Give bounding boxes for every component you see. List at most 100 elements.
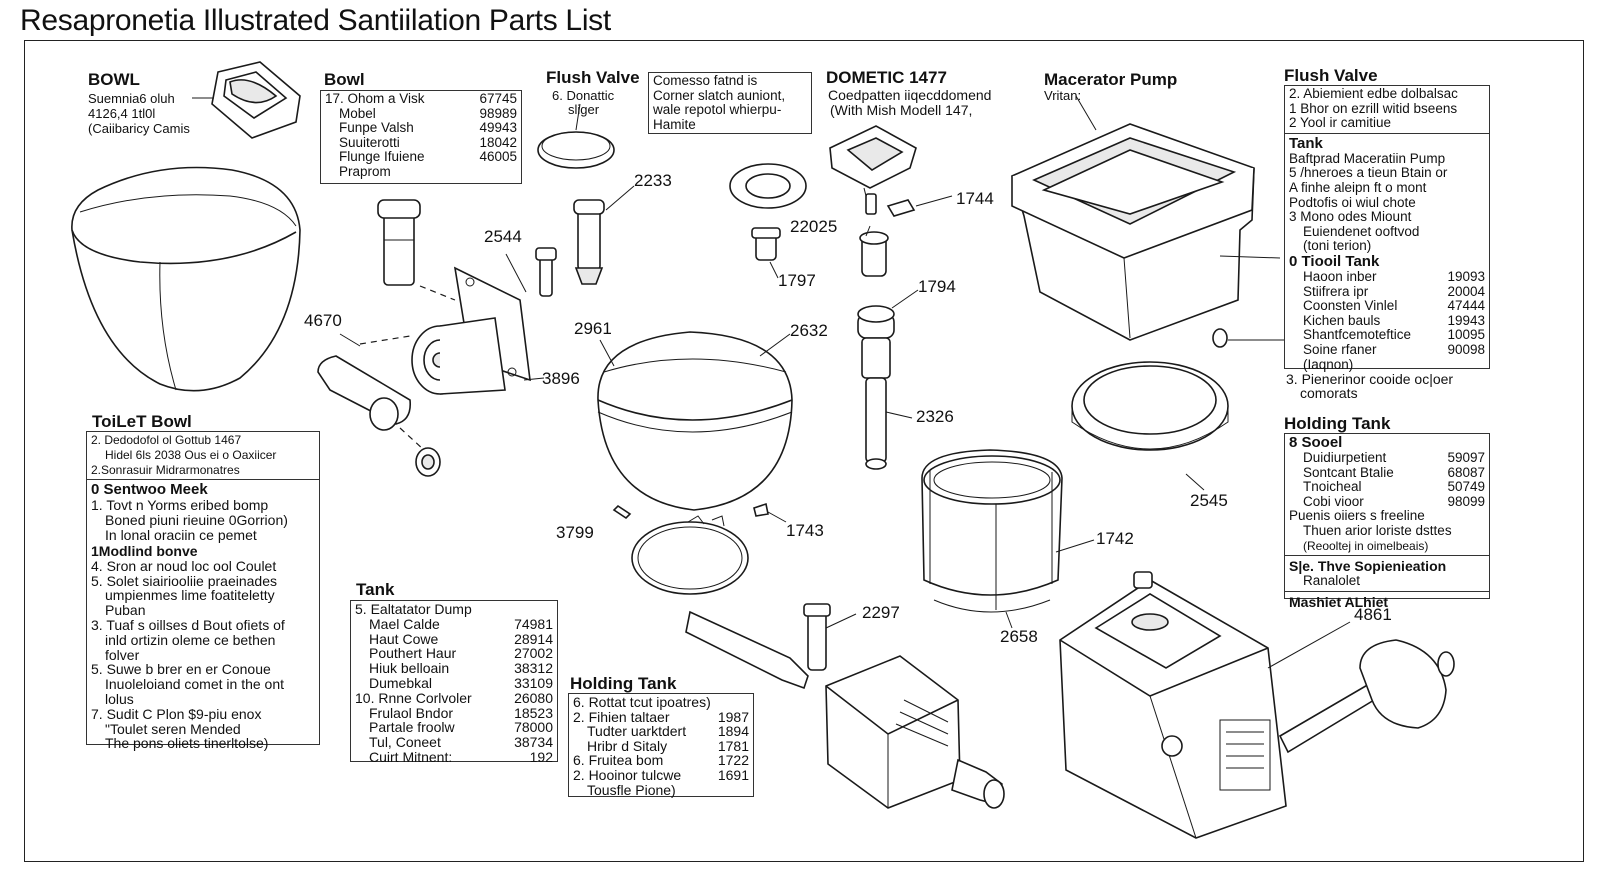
callout-3896: 3896 xyxy=(542,369,580,388)
divider xyxy=(87,479,319,481)
sealing-ring-part xyxy=(1071,361,1229,491)
note-line: 2 Yool ir camitiue xyxy=(1289,115,1392,131)
callout-2632: 2632 xyxy=(790,321,828,340)
pump-motor-part xyxy=(825,655,1005,809)
note-line: 3 Mono odes Miount xyxy=(1289,209,1412,225)
note-line: Thuen arior loriste dsttes xyxy=(1303,522,1452,538)
note-line: 2. Dedodofol ol Gottub 1467 xyxy=(91,433,242,447)
callout-1797: 1797 xyxy=(778,271,816,290)
holding-tank-right-heading: Holding Tank xyxy=(1284,414,1391,433)
note-line: 5 /hneroes a tieun Btain or xyxy=(1289,165,1448,181)
table-row: Tousfle Pione) xyxy=(587,781,676,798)
flush-valve-disc-part xyxy=(537,103,615,169)
table-row: Praprom xyxy=(339,163,391,179)
list-item: "Toulet seren Mended xyxy=(105,720,241,737)
callout-4861: 4861 xyxy=(1354,605,1392,624)
divider xyxy=(1285,555,1489,557)
sooel-subheading: 8 Sooel xyxy=(1289,434,1343,451)
sopienieation-subheading: S|e. Thve Sopienieation xyxy=(1289,558,1447,575)
divider xyxy=(1285,590,1489,592)
callout-1744: 1744 xyxy=(956,189,994,208)
dometic-sub-1: Coedpatten iiqecddomend xyxy=(828,87,992,103)
note-line: Hidel 6ls 2038 Ous ei o Oaxiicer xyxy=(105,447,277,462)
note-line: (toni terion) xyxy=(1303,238,1372,254)
right-parts-box: 2. Abiemient edbe dolbalsac 1 Bhor on ez… xyxy=(1284,85,1490,371)
list-item: In lonal oraciin ce pemet xyxy=(105,526,257,543)
bowl-sub-3: (Caiibaricy Camis xyxy=(88,121,190,136)
flush-valve-sub-1: 6. Donattic xyxy=(552,88,615,103)
callout-22025: 22025 xyxy=(790,217,838,236)
list-item: The pons oliets tinerltolse) xyxy=(105,735,269,752)
list-item: 5. Suwe b brer en er Conoue xyxy=(91,661,271,678)
flush-valve-assembly-part xyxy=(317,199,557,477)
list-item: Inuoleloiand comet in the ont xyxy=(105,676,285,693)
vertical-pipe-part xyxy=(857,289,919,470)
list-item: 4. Sron ar noud loc ool Coulet xyxy=(91,557,277,574)
list-item: 3. Tuaf s oillses d Bout ofiets of xyxy=(91,616,285,633)
discharge-elbow-part xyxy=(685,603,857,690)
holding-tank-heading: Holding Tank xyxy=(570,674,677,693)
callout-2961: 2961 xyxy=(574,319,612,338)
list-item: folver xyxy=(105,646,140,663)
note-line: Hamite xyxy=(653,116,696,132)
callout-1742: 1742 xyxy=(1096,529,1134,548)
list-item: lolus xyxy=(105,690,134,707)
page-title: Resapronetia Illustrated Santiilation Pa… xyxy=(20,4,611,37)
bowl-cover-part xyxy=(192,61,301,139)
right-note-2: comorats xyxy=(1300,385,1358,401)
tooil-tank-subheading: 0 Tiooil Tank xyxy=(1289,252,1380,270)
note-line: A finhe aleipn ft o mont xyxy=(1289,179,1427,195)
modlind-subheading: 1Modlind bonve xyxy=(91,542,198,559)
list-item: Puban xyxy=(105,602,146,619)
flush-valve-right-heading: Flush Valve xyxy=(1284,66,1378,85)
bowl-heading: BOWL xyxy=(88,70,140,89)
note-line: Ranalolet xyxy=(1303,573,1361,589)
callout-3799: 3799 xyxy=(556,523,594,542)
note-line: 1 Bhor on ezrill witid bseens xyxy=(1289,100,1458,116)
tank-subheading: Tank xyxy=(1289,134,1323,152)
list-item: inld ortizin oleme ce bethen xyxy=(105,631,276,648)
callout-1794: 1794 xyxy=(918,277,956,296)
sentwoo-meek-subheading: 0 Sentwoo Meek xyxy=(91,481,208,499)
dome-bowl-part xyxy=(597,331,793,595)
note-line: Corner slatch auniont, xyxy=(653,87,786,103)
right-note-1: 3. Pienerinor cooide oc|oer xyxy=(1286,371,1454,387)
callout-2297: 2297 xyxy=(862,603,900,622)
flush-valve-sub-2: sliger xyxy=(568,102,600,117)
table-row: (Iaqnon) xyxy=(1303,356,1354,372)
note-line: Comesso fatnd is xyxy=(653,73,758,88)
note-line: 2. Abiemient edbe dolbalsac xyxy=(1289,86,1458,101)
note-line: 2.Sonrasuir Midrarmonatres xyxy=(91,462,240,477)
callout-4670: 4670 xyxy=(304,311,342,330)
table-row: Cuirt Mitnent:192 xyxy=(369,748,553,765)
diagram-frame xyxy=(24,40,1584,862)
bowl-sub-1: Suemnia6 oluh xyxy=(88,91,175,106)
macerator-housing-part xyxy=(1011,95,1290,348)
holding-table-title: 6. Rottat tcut ipoatres) xyxy=(573,694,711,710)
callout-2326: 2326 xyxy=(916,407,954,426)
dometic-heading: DOMETIC 1477 xyxy=(826,68,947,87)
dometic-flange-part xyxy=(729,125,953,279)
tank-heading: Tank xyxy=(356,580,395,599)
